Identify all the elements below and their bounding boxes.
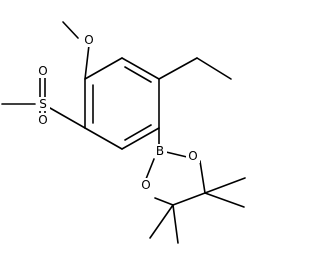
bond-left-quat-methyl-down xyxy=(172,204,179,244)
molecule-structure: O S O O B O O xyxy=(1,21,246,244)
bond-ring-sulfonyl-s xyxy=(49,107,86,129)
bond-o-right-c-quaternary xyxy=(199,160,206,194)
bond-right-quat-methyl-bottom xyxy=(204,192,245,208)
bond-b-o-left xyxy=(145,158,155,180)
bond-o-left-c-quaternary xyxy=(154,197,174,206)
svg-text:O: O xyxy=(84,33,93,47)
bond-ring-ethyl-ch2 xyxy=(158,57,198,80)
svg-text:O: O xyxy=(38,113,47,127)
bond-ring-methoxy-o xyxy=(84,44,90,80)
bond-ring-c2-c3 xyxy=(121,57,160,80)
bond-right-quat-methyl-top xyxy=(204,177,246,194)
atom-label-dioxaborolane-oxygen-left: O xyxy=(139,178,153,192)
atom-label-methoxy-oxygen: O xyxy=(82,33,96,47)
bond-ring-c1-c2 xyxy=(84,57,123,80)
bond-ring-c5-c6 xyxy=(84,127,123,150)
atom-label-boron: B xyxy=(153,144,167,158)
bond-ring-inner-double-1 xyxy=(124,66,152,83)
svg-text:O: O xyxy=(141,178,150,192)
atom-label-dioxaborolane-oxygen-right: O xyxy=(186,149,200,163)
bond-b-o-right xyxy=(165,151,188,158)
bond-ring-inner-double-2 xyxy=(124,124,152,141)
svg-text:O: O xyxy=(188,149,197,163)
bond-methoxy-o-ch3 xyxy=(62,21,79,39)
bond-ethyl-ch2-ch3 xyxy=(196,57,232,80)
atom-label-sulfonyl-oxygen-top: O xyxy=(36,64,50,78)
atom-label-sulfonyl-oxygen-bottom: O xyxy=(36,113,50,127)
benzene-ring xyxy=(84,57,160,150)
svg-text:S: S xyxy=(39,97,47,111)
bond-c-quaternary-c-quaternary xyxy=(172,192,206,206)
bond-left-quat-methyl-left xyxy=(149,204,174,239)
svg-text:B: B xyxy=(156,144,164,158)
svg-text:O: O xyxy=(38,64,47,78)
atom-label-sulfur: S xyxy=(36,97,50,111)
bond-ring-c4-c5 xyxy=(121,127,160,150)
